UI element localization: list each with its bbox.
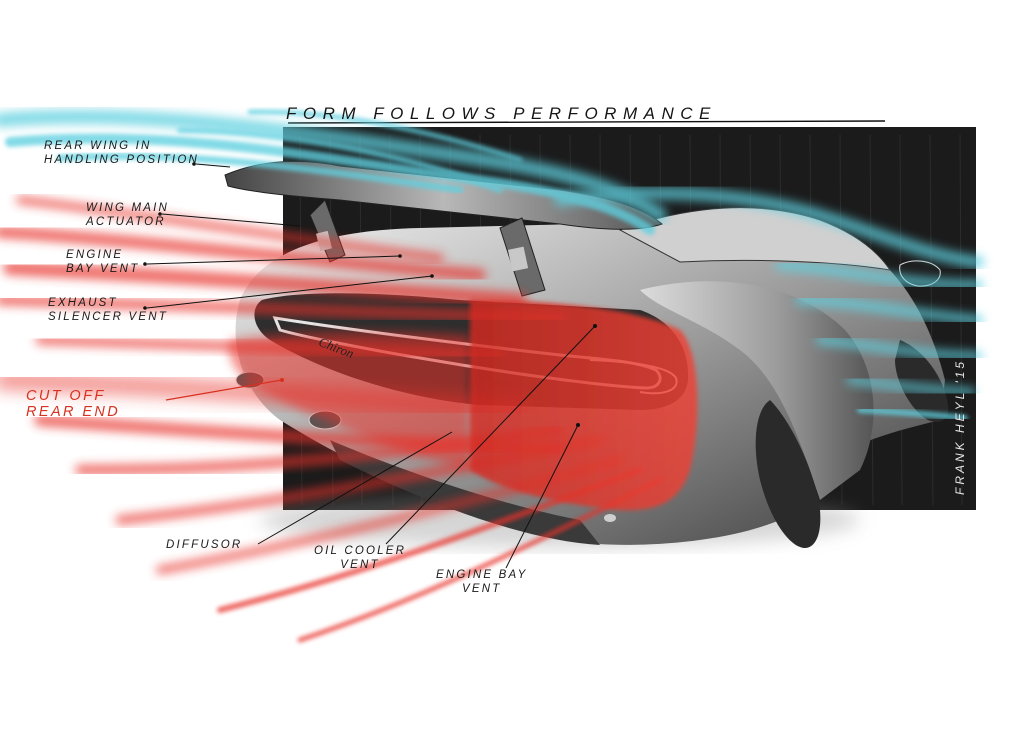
leader-lines — [146, 163, 596, 569]
diffusor-label: DIFFUSOR — [166, 539, 243, 551]
cut-off-rear-end-shape — [470, 300, 698, 511]
artist-signature: FRANK HEYL '15 — [953, 358, 967, 495]
far-wheel — [895, 340, 949, 422]
rear-tyre — [755, 400, 821, 548]
diffusor-shape — [330, 440, 600, 545]
leader-dots — [143, 162, 597, 427]
cut-off-leader — [165, 379, 283, 401]
diagram-title: FORM FOLLOWS PERFORMANCE — [286, 104, 717, 123]
cool-airflow — [0, 109, 984, 421]
